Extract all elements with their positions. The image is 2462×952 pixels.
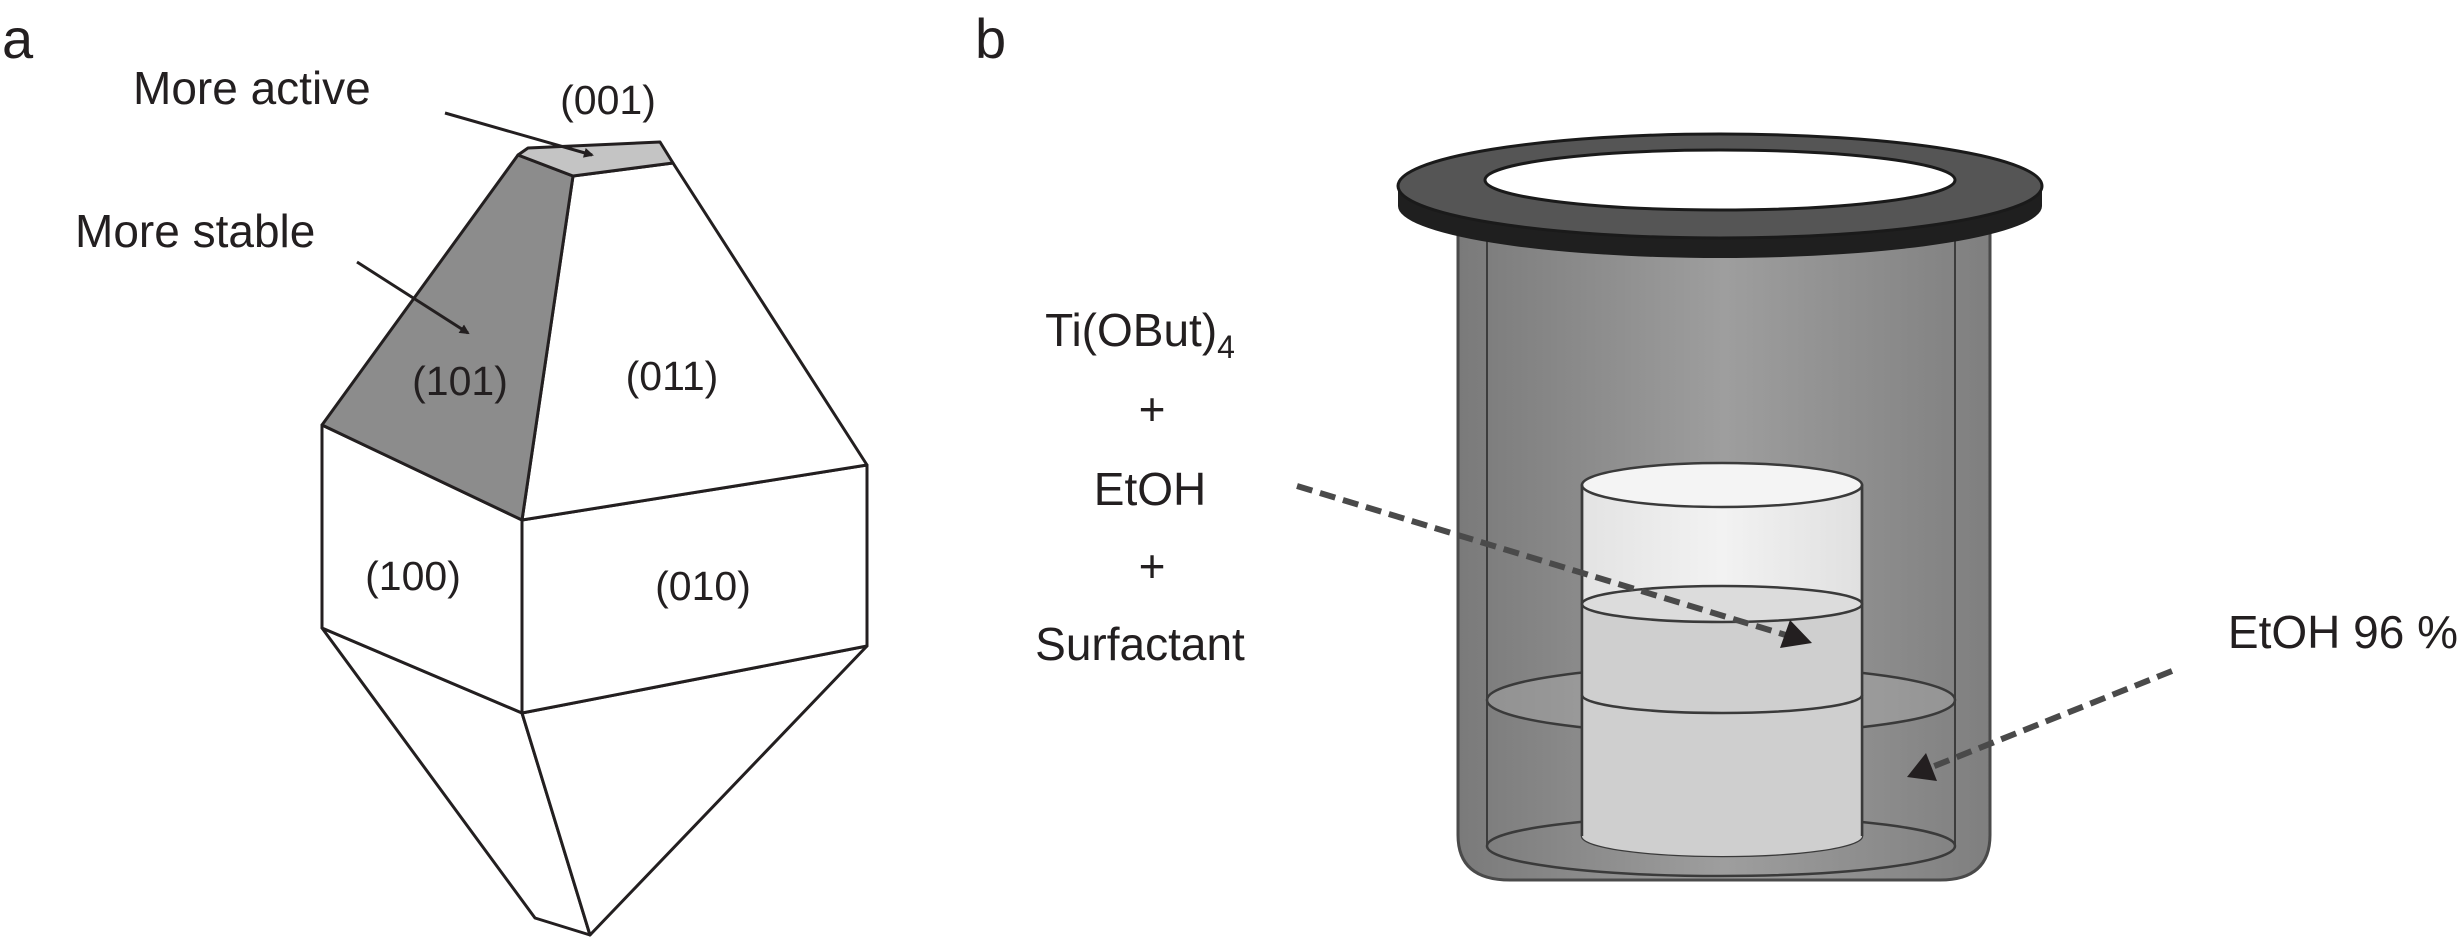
inner-jar-rim <box>1580 461 1864 509</box>
crystal-face-011 <box>520 161 869 522</box>
face-label-001: (001) <box>560 77 656 123</box>
panel-a: a (001) (101) (011) (100) (010) More act… <box>2 7 869 937</box>
face-label-100: (100) <box>365 553 461 599</box>
panel-a-label: a <box>2 7 34 70</box>
reactant-arrow-head <box>1780 620 1812 648</box>
lid-opening <box>1483 148 1957 212</box>
vessel-lid <box>1396 132 2044 258</box>
crystal-face-001 <box>516 140 675 178</box>
more-active-arrow <box>444 111 594 158</box>
reactant-plus-1: + <box>1139 383 1166 435</box>
panel-b: b Ti(OBut)4 + EtOH + Surfactant <box>975 7 2458 882</box>
anatase-crystal <box>320 140 869 937</box>
face-label-101: (101) <box>412 358 508 404</box>
inner-liquid <box>1582 604 1862 856</box>
reactant-arrow <box>1296 483 1803 643</box>
inner-jar-waterline <box>1580 694 1864 715</box>
more-stable-arrow <box>356 260 470 335</box>
reactant-precursor: Ti(OBut)4 <box>1045 304 1235 365</box>
more-active-label: More active <box>133 62 371 114</box>
inner-jar <box>1580 461 1864 858</box>
panel-b-label: b <box>975 7 1006 70</box>
more-stable-label: More stable <box>75 205 315 257</box>
outer-liquid-label: EtOH 96 % <box>2228 606 2458 658</box>
reactant-plus-2: + <box>1139 540 1166 592</box>
face-label-011: (011) <box>626 353 719 399</box>
face-label-010: (010) <box>655 563 751 609</box>
outer-liquid-arrow-head <box>1907 753 1937 781</box>
reactant-solvent: EtOH <box>1094 463 1206 515</box>
reactant-additive: Surfactant <box>1035 618 1245 670</box>
outer-liquid-arrow <box>1915 668 2174 776</box>
